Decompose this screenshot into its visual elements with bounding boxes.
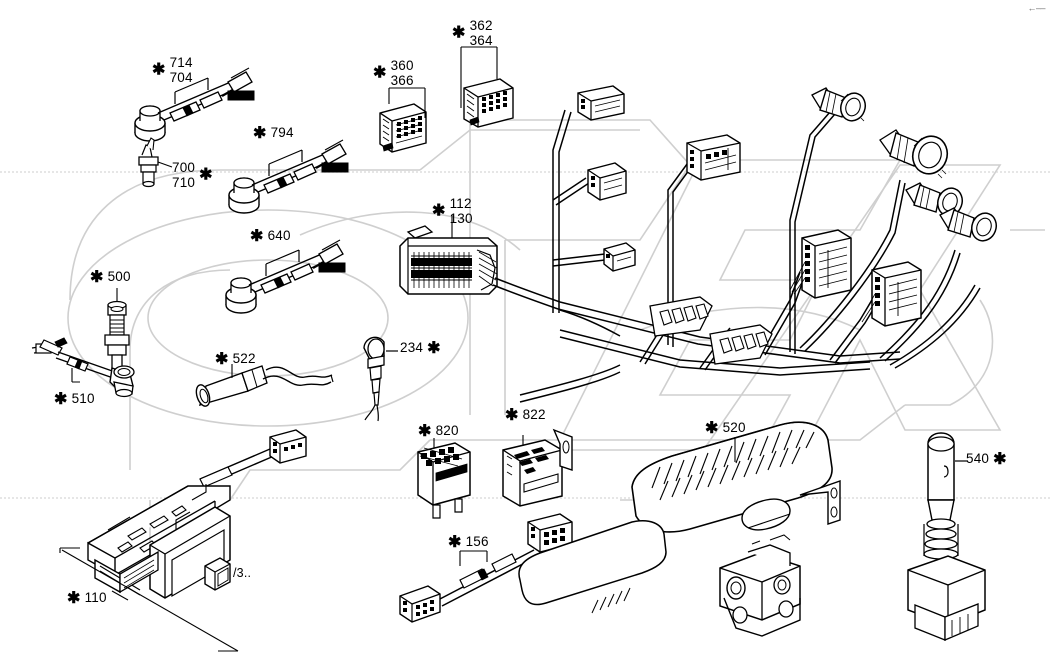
callout-number: 366	[390, 73, 414, 88]
callout-number: 820	[435, 423, 459, 438]
component-520	[518, 421, 841, 637]
fuse-strip-1	[649, 296, 713, 337]
component-500	[104, 288, 130, 379]
component-110	[59, 429, 307, 652]
callout-number: 540	[966, 451, 990, 466]
callout-822: ✱ 822	[505, 407, 546, 424]
asterisk-icon: ✱	[452, 24, 466, 42]
component-714-704	[134, 67, 255, 142]
asterisk-icon: ✱	[373, 64, 387, 82]
callout-794: ✱ 794	[253, 125, 294, 142]
asterisk-icon: ✱	[250, 228, 264, 245]
asterisk-icon: ✱	[427, 340, 441, 357]
asterisk-icon: ✱	[418, 423, 432, 440]
harness-connector-block-2	[859, 261, 922, 327]
callout-520: ✱ 520	[705, 420, 746, 437]
component-362-364	[460, 46, 514, 128]
round-connector-big	[879, 129, 949, 179]
callout-510: ✱ 510	[54, 391, 95, 408]
asterisk-icon: ✱	[215, 351, 229, 368]
asterisk-icon: ✱	[152, 61, 166, 79]
harness-connector-small-left	[603, 242, 636, 272]
component-822	[502, 428, 573, 507]
callout-number: 704	[169, 70, 193, 85]
corner-mark: ←––	[1027, 3, 1045, 13]
callout-number: 364	[469, 33, 493, 48]
component-700-710	[138, 137, 173, 188]
asterisk-icon: ✱	[67, 590, 81, 607]
callout-522: ✱ 522	[215, 351, 256, 368]
asterisk-icon: ✱	[253, 125, 267, 142]
callout-156: ✱ 156	[448, 534, 489, 551]
component-112-130	[399, 215, 561, 310]
fuse-strip-2	[709, 324, 773, 365]
asterisk-icon: ✱	[505, 407, 519, 424]
callout-number: 500	[107, 269, 131, 284]
callout-number: 710	[172, 175, 196, 190]
callout-number: 234	[400, 340, 424, 355]
component-522	[195, 364, 334, 407]
callout-number: 640	[267, 228, 291, 243]
callout-number: 714	[169, 55, 193, 70]
callout-820: ✱ 820	[418, 423, 459, 440]
annotation-sub3: /3..	[233, 566, 252, 580]
callout-number: 794	[270, 125, 294, 140]
component-794	[228, 139, 349, 214]
asterisk-icon: ✱	[448, 534, 462, 551]
callout-number: 112	[449, 196, 472, 211]
callout-number: 110	[84, 590, 107, 605]
asterisk-icon: ✱	[705, 420, 719, 437]
component-820	[417, 438, 471, 519]
harness-connector-mid-left	[587, 162, 627, 201]
asterisk-icon: ✱	[54, 391, 68, 408]
component-540	[907, 432, 986, 641]
callout-number: 522	[232, 351, 256, 366]
callout-number: 360	[390, 58, 414, 73]
callout-number: 520	[722, 420, 746, 435]
component-360-366	[379, 87, 427, 153]
callout-number: 700	[172, 160, 196, 175]
component-640	[225, 239, 346, 314]
component-510	[31, 337, 135, 398]
asterisk-icon: ✱	[432, 202, 446, 220]
callout-110: ✱ 110	[67, 590, 107, 607]
round-connector-right-2	[939, 207, 998, 242]
component-234	[363, 336, 398, 422]
callout-number: 362	[469, 18, 493, 33]
round-connector-top	[811, 87, 867, 122]
callout-number: 130	[449, 211, 473, 226]
callout-540: 540 ✱	[966, 451, 1007, 468]
round-connector-right-1	[905, 182, 964, 217]
harness-connector-block-1	[789, 229, 852, 299]
callout-number: 156	[465, 534, 489, 549]
asterisk-icon: ✱	[90, 269, 104, 286]
callout-234: 234 ✱	[400, 340, 441, 357]
harness-connector-top-mid	[686, 134, 741, 181]
callout-number: 510	[71, 391, 95, 406]
harness-connector-top-left	[577, 85, 625, 121]
callout-number: 822	[522, 407, 546, 422]
asterisk-icon: ✱	[199, 166, 213, 184]
callout-500: ✱ 500	[90, 269, 131, 286]
asterisk-icon: ✱	[993, 451, 1007, 468]
callout-640: ✱ 640	[250, 228, 291, 245]
